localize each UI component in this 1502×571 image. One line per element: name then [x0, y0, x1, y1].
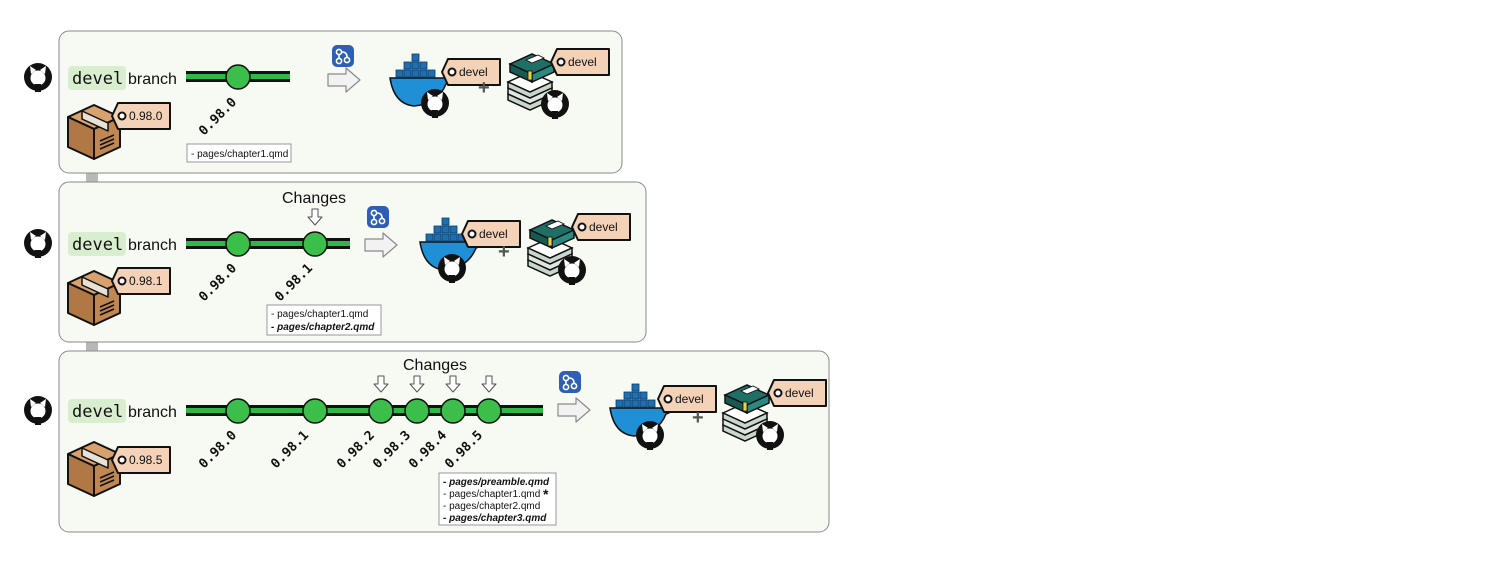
github-icon — [22, 227, 54, 260]
book-tag: devel — [550, 48, 610, 76]
branch-code-label: devel — [72, 235, 123, 255]
svg-text:devel: devel — [568, 55, 597, 69]
file-list: - pages/preamble.qmd - pages/chapter1.qm… — [438, 472, 557, 526]
book-tag: devel — [571, 213, 631, 241]
commit-node — [225, 231, 251, 257]
branch-line — [186, 408, 543, 413]
file-list: - pages/chapter1.qmd - pages/chapter2.qm… — [266, 304, 382, 336]
star-marker: * — [543, 486, 549, 502]
branch-code-label: devel — [72, 69, 123, 89]
svg-text:devel: devel — [479, 227, 508, 241]
file-entry: - pages/chapter2.qmd — [271, 322, 375, 333]
devel-chip — [68, 232, 126, 256]
svg-text:0.98.0: 0.98.0 — [129, 109, 163, 123]
plus-sign: + — [498, 241, 510, 263]
file-entry: - pages/chapter1.qmd — [443, 489, 540, 500]
docker-tag: devel — [441, 58, 501, 86]
github-icon — [22, 61, 54, 94]
file-list: - pages/chapter1.qmd — [186, 143, 292, 163]
github-actions-icon — [331, 44, 355, 68]
commit-node — [404, 398, 430, 424]
branch-word-label: branch — [128, 237, 177, 254]
file-entry: - pages/chapter1.qmd — [271, 309, 368, 320]
branch-code-label: devel — [72, 402, 123, 422]
commit-node — [302, 231, 328, 257]
commit-node — [302, 398, 328, 424]
changes-label: Changes — [282, 190, 346, 207]
plus-sign: + — [692, 407, 704, 429]
svg-text:0.98.5: 0.98.5 — [129, 453, 163, 467]
branch-word-label: branch — [128, 71, 177, 88]
svg-text:0.98.1: 0.98.1 — [129, 274, 163, 288]
github-actions-icon — [366, 205, 390, 229]
package-tag: 0.98.5 — [111, 446, 171, 474]
file-entry: - pages/chapter2.qmd — [443, 501, 540, 512]
svg-text:devel: devel — [589, 220, 618, 234]
devel-chip — [68, 399, 126, 423]
plus-sign: + — [478, 77, 490, 99]
github-icon — [22, 394, 54, 427]
docker-tag: devel — [657, 385, 717, 413]
package-box-icon — [67, 441, 121, 497]
commit-node — [225, 64, 251, 90]
devel-chip — [68, 66, 126, 90]
book-tag: devel — [767, 379, 827, 407]
package-box-icon — [67, 104, 121, 160]
svg-text:devel: devel — [785, 386, 814, 400]
svg-text:devel: devel — [459, 65, 488, 79]
commit-node — [225, 398, 251, 424]
commit-node — [440, 398, 466, 424]
package-tag: 0.98.0 — [111, 102, 171, 130]
svg-text:devel: devel — [675, 392, 704, 406]
github-actions-icon — [558, 370, 582, 394]
file-entry: - pages/chapter1.qmd — [191, 149, 288, 160]
docker-tag: devel — [461, 220, 521, 248]
branch-line — [186, 241, 350, 246]
file-entry: - pages/chapter3.qmd — [443, 513, 547, 524]
branch-word-label: branch — [128, 404, 177, 421]
file-entry: - pages/preamble.qmd — [443, 477, 550, 488]
package-tag: 0.98.1 — [111, 267, 171, 295]
commit-node — [368, 398, 394, 424]
changes-label: Changes — [403, 357, 467, 374]
commit-node — [476, 398, 502, 424]
